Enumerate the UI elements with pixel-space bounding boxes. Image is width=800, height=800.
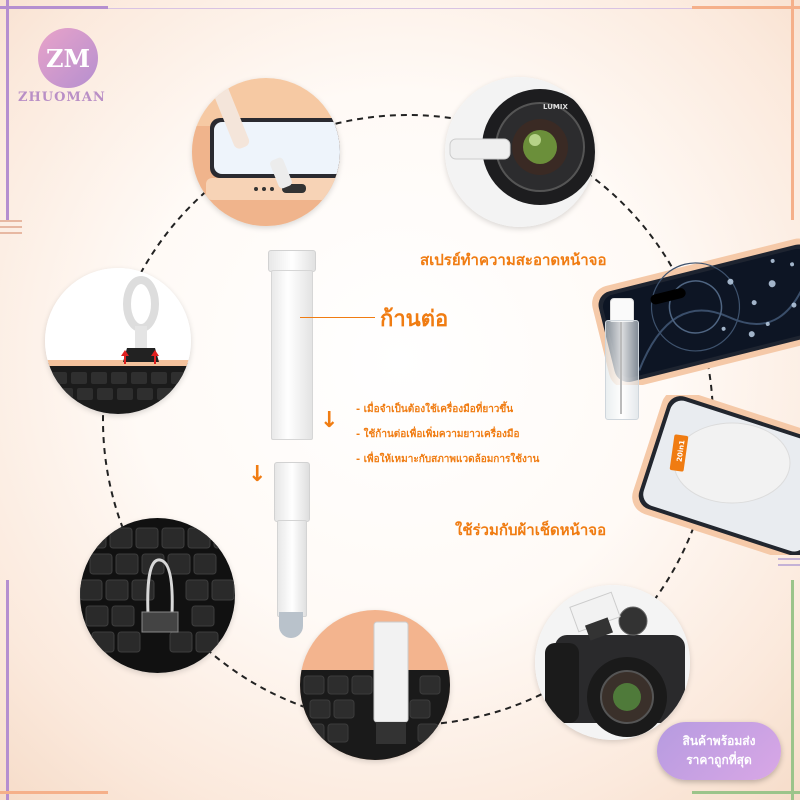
photo-keyboard-brush xyxy=(300,610,450,760)
camera-lens-illustration xyxy=(445,77,595,227)
keyboard-brush-illustration xyxy=(300,610,450,760)
ready-stock-badge: สินค้าพร้อมส่ง ราคาถูกที่สุด xyxy=(657,722,781,780)
phone-water-image xyxy=(585,225,800,389)
photo-camera-lens: LUMIX xyxy=(445,77,595,227)
callout-spray: สเปรย์ทำความสะอาดหน้าจอ xyxy=(420,251,607,269)
frame-bottom-left xyxy=(0,791,108,794)
phone-cloth-image: 20in1 xyxy=(622,389,800,563)
extension-rod xyxy=(266,250,316,645)
frame-top-right xyxy=(692,6,800,9)
badge-line-2: ราคาถูกที่สุด xyxy=(686,753,752,767)
frame-left-bottom xyxy=(6,580,9,800)
camera-brush-illustration xyxy=(535,585,690,740)
phone-port-illustration xyxy=(192,78,340,226)
spray-bottle-cap xyxy=(610,298,634,322)
arrow-down-icon: ↓ xyxy=(320,408,339,433)
arrow-down-icon: ↓ xyxy=(248,462,267,487)
frame-right-bottom xyxy=(791,580,794,800)
spray-bottle-tube xyxy=(620,322,622,414)
frame-top-left xyxy=(0,6,108,9)
ring-keyboard-illustration xyxy=(45,268,191,414)
brand-name: ZHUOMAN xyxy=(18,90,106,105)
photo-keyboard-keypuller xyxy=(80,518,235,673)
photo-ring-keyboard xyxy=(45,268,191,414)
rod-lower-joint xyxy=(274,462,310,522)
photo-camera-brush xyxy=(535,585,690,740)
bullet-line-3: - เพื่อให้เหมาะกับสภาพแวดล้อมการใช้งาน xyxy=(356,454,540,465)
rod-top-cap xyxy=(268,250,316,272)
callout-cloth: ใช้ร่วมกับผ้าเช็ดหน้าจอ xyxy=(455,521,607,539)
callout-extension: ก้านต่อ xyxy=(380,307,449,332)
spray-bottle xyxy=(602,298,640,420)
keyboard-keypuller-illustration xyxy=(80,518,235,673)
frame-right-top xyxy=(791,0,794,220)
frame-left-top xyxy=(6,0,9,220)
frame-bottom-right xyxy=(692,791,800,794)
rod-tip xyxy=(279,612,303,638)
phone-water-illustration xyxy=(592,238,800,389)
phone-cloth-illustration xyxy=(632,389,800,563)
frame-top-mid xyxy=(108,8,692,9)
camera-brand-label: LUMIX xyxy=(543,103,568,111)
brand-logo-letters: ZM xyxy=(45,43,91,73)
brand-logo: ZM xyxy=(38,28,98,88)
rod-upper-body xyxy=(271,270,313,440)
photo-phone-port xyxy=(192,78,340,226)
spray-bottle-body xyxy=(605,320,639,420)
bullet-line-1: - เมื่อจำเป็นต้องใช้เครื่องมือที่ยาวขึ้น xyxy=(356,404,514,415)
bullet-line-2: - ใช้ก้านต่อเพื่อเพิ่มความยาวเครื่องมือ xyxy=(356,429,520,440)
rod-lower-body xyxy=(277,520,307,617)
badge-line-1: สินค้าพร้อมส่ง xyxy=(682,734,756,748)
frame-mark-left xyxy=(0,220,22,222)
extension-leader-line xyxy=(300,317,375,318)
